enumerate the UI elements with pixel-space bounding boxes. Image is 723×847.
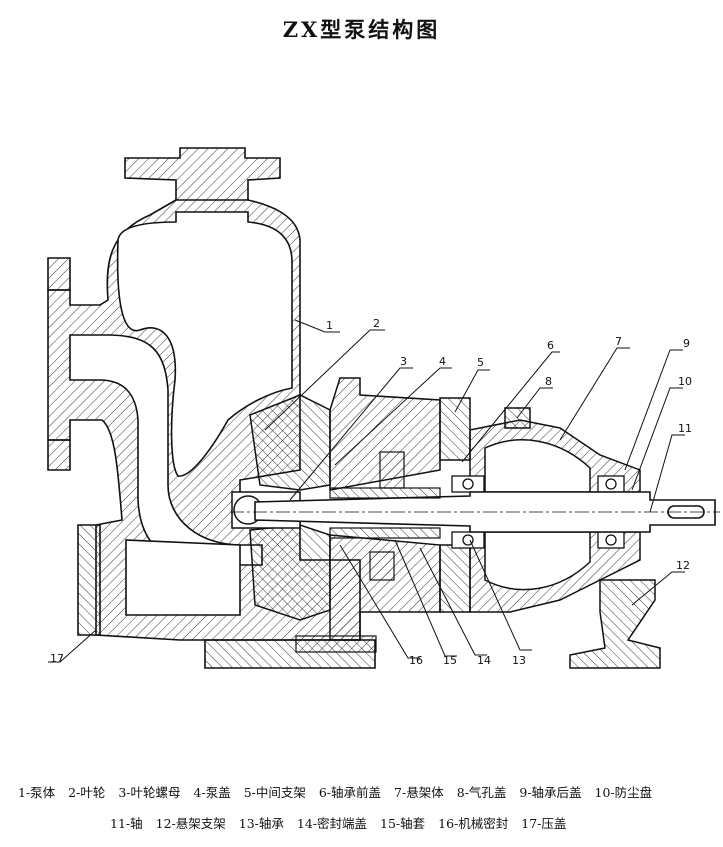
legend-item: 7-悬架体 — [394, 785, 444, 800]
legend-item: 4-泵盖 — [193, 785, 231, 800]
callout-9: 9 — [683, 337, 690, 350]
mechanical-seal — [295, 451, 441, 653]
callout-7: 7 — [615, 335, 622, 348]
callout-12: 12 — [676, 559, 690, 572]
callout-15: 15 — [443, 654, 457, 667]
legend-item: 6-轴承前盖 — [318, 785, 382, 800]
legend-item: 17-压盖 — [521, 816, 567, 831]
leader-lines — [48, 319, 685, 663]
legend-item: 16-机械密封 — [438, 816, 509, 831]
legend-row-2: 11-轴 12-悬架支架 13-轴承 14-密封端盖 15-轴套 16-机械密封… — [0, 813, 723, 832]
legend-row-1: 1-泵体 2-叶轮 3-叶轮螺母 4-泵盖 5-中间支架 6-轴承前盖 7-悬架… — [0, 782, 723, 801]
legend-item: 13-轴承 — [238, 816, 284, 831]
legend-item: 14-密封端盖 — [296, 816, 368, 831]
callout-6: 6 — [547, 339, 554, 352]
callout-13: 13 — [512, 654, 526, 667]
legend-item: 10-防尘盘 — [594, 785, 653, 800]
legend-item: 12-悬架支架 — [155, 816, 226, 831]
callout-17: 17 — [50, 652, 64, 665]
bearing-frame — [469, 407, 661, 669]
pump-cover-and-bracket — [329, 377, 471, 641]
legend-item: 9-轴承后盖 — [519, 785, 582, 800]
bearings — [451, 475, 625, 549]
callout-16: 16 — [409, 654, 423, 667]
legend-item: 11-轴 — [110, 816, 143, 831]
callout-3: 3 — [400, 355, 407, 368]
callout-14: 14 — [477, 654, 491, 667]
callout-5: 5 — [477, 356, 484, 369]
callout-2: 2 — [373, 317, 380, 330]
callout-numbers: 1 2 3 4 5 6 7 8 9 10 11 12 13 14 15 16 1… — [50, 317, 692, 667]
legend-item: 5-中间支架 — [243, 785, 306, 800]
callout-8: 8 — [545, 375, 552, 388]
callout-4: 4 — [439, 355, 446, 368]
callout-1: 1 — [326, 319, 333, 332]
callout-11: 11 — [678, 422, 692, 435]
page-title: ZX型泵结构图 — [282, 17, 441, 42]
legend-item: 1-泵体 — [18, 785, 56, 800]
callout-10: 10 — [678, 375, 692, 388]
legend-item: 3-叶轮螺母 — [118, 785, 181, 800]
shaft — [230, 491, 720, 533]
legend-item: 15-轴套 — [380, 816, 426, 831]
legend-item: 2-叶轮 — [68, 785, 106, 800]
legend-item: 8-气孔盖 — [456, 785, 507, 800]
